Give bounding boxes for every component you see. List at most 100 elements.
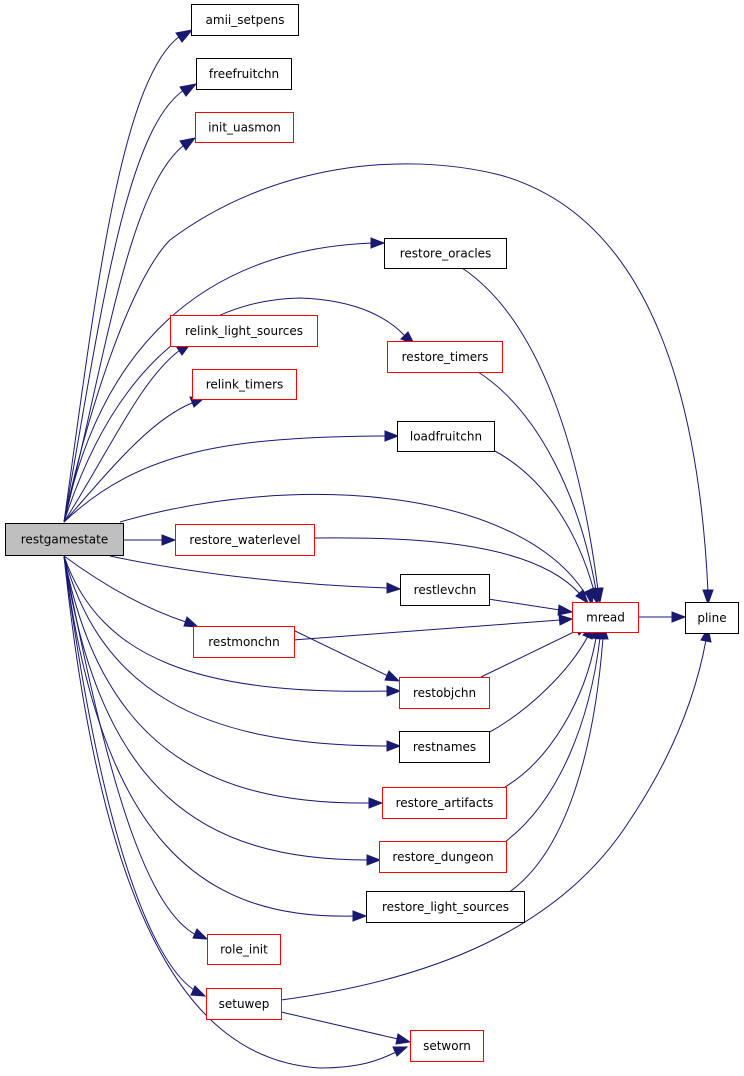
node-label: restore_waterlevel <box>189 533 300 547</box>
edge-restgamestate-restobjchn <box>63 555 389 692</box>
node-restore-oracles[interactable]: restore_oracles <box>384 238 507 269</box>
node-box[interactable] <box>382 787 507 819</box>
edge-restgamestate-freefruitchn <box>63 89 185 523</box>
node-label: restore_oracles <box>400 247 492 261</box>
node-label: restore_light_sources <box>382 900 509 914</box>
node-label: restobjchn <box>413 686 476 700</box>
arrowhead <box>575 589 589 605</box>
arrowhead <box>671 611 687 623</box>
edge-restobjchn-mread <box>480 629 579 678</box>
node-box[interactable] <box>572 602 639 633</box>
node-pline[interactable]: pline <box>685 602 739 634</box>
node-box[interactable] <box>366 891 525 923</box>
edge-restore_artifacts-mread <box>504 637 597 788</box>
arrowhead <box>179 83 198 97</box>
node-box[interactable] <box>379 841 507 873</box>
node-relink-timers[interactable]: relink_timers <box>192 369 297 400</box>
node-restmonchn[interactable]: restmonchn <box>193 626 295 658</box>
node-restlevchn[interactable]: restlevchn <box>400 574 490 606</box>
node-box[interactable] <box>397 421 495 452</box>
edge-restore_dungeon-mread <box>504 637 601 843</box>
node-box[interactable] <box>387 341 503 373</box>
node-init-uasmon[interactable]: init_uasmon <box>195 112 294 143</box>
edge-restgamestate-setworn <box>63 555 397 1069</box>
node-mread[interactable]: mread <box>572 602 639 633</box>
node-box[interactable] <box>191 4 299 36</box>
node-box[interactable] <box>399 677 490 709</box>
edge-restgamestate-mread-direct <box>119 493 587 596</box>
node-relink-light-sources[interactable]: relink_light_sources <box>170 315 318 347</box>
edge-loadfruitchn-mread <box>492 449 595 592</box>
edge-restgamestate-restore_artifacts <box>63 555 371 804</box>
arrowhead <box>161 534 177 546</box>
arrowhead <box>558 614 574 626</box>
edge-restgamestate-setuwep <box>63 555 195 991</box>
node-label: freefruitchn <box>209 67 279 81</box>
node-box[interactable] <box>206 988 282 1020</box>
node-label: relink_timers <box>206 378 284 392</box>
node-amii-setpens[interactable]: amii_setpens <box>191 4 299 36</box>
node-label: relink_light_sources <box>185 324 303 338</box>
node-label: restlevchn <box>414 583 477 597</box>
arrowhead <box>395 1033 412 1045</box>
node-label: restore_artifacts <box>396 796 494 810</box>
arrowhead <box>557 604 574 616</box>
nodes: restgamestate amii_setpens freefruitchn ini… <box>5 4 739 1062</box>
edge-restgamestate-loadfruitchn <box>63 435 387 523</box>
node-box[interactable] <box>170 315 318 347</box>
edge-restgamestate-relink_timers <box>63 402 193 523</box>
node-restore-waterlevel[interactable]: restore_waterlevel <box>175 524 315 556</box>
edge-restgamestate-amii_setpens <box>63 35 181 523</box>
arrowhead <box>352 910 368 922</box>
edge-restlevchn-mread <box>487 598 561 611</box>
node-restore-light-sources[interactable]: restore_light_sources <box>366 891 525 923</box>
edge-restgamestate-restmonchn <box>63 555 187 623</box>
arrowhead <box>386 685 402 697</box>
node-loadfruitchn[interactable]: loadfruitchn <box>397 421 495 452</box>
edge-restgamestate-restore_oracles <box>63 242 373 523</box>
edge-restgamestate-restore_dungeon <box>63 555 369 861</box>
node-restnames[interactable]: restnames <box>399 731 490 763</box>
node-box[interactable] <box>400 574 490 606</box>
node-box[interactable] <box>410 1030 484 1062</box>
node-restgamestate[interactable]: restgamestate <box>5 523 124 556</box>
edge-restgamestate-init_uasmon <box>63 144 185 523</box>
arrowhead <box>392 1046 409 1057</box>
edge-setuwep-setworn <box>280 1011 399 1040</box>
node-box[interactable] <box>193 626 295 658</box>
edge-restgamestate-restore_timers <box>63 297 406 523</box>
edge-restgamestate-role_init <box>63 555 197 936</box>
node-label: pline <box>697 611 726 625</box>
node-setuwep[interactable]: setuwep <box>206 988 282 1020</box>
node-label: mread <box>586 611 625 625</box>
edge-restmonchn-restobjchn <box>292 629 389 677</box>
edge-setuwep-pline <box>280 639 707 1001</box>
arrowhead <box>384 430 400 442</box>
arrowhead <box>368 797 384 809</box>
arrowhead <box>179 137 197 151</box>
node-box[interactable] <box>195 112 294 143</box>
edge-restmonchn-mread <box>292 619 561 641</box>
arrowhead <box>384 670 401 682</box>
node-restore-timers[interactable]: restore_timers <box>387 341 503 373</box>
node-box[interactable] <box>192 369 297 400</box>
arrowhead <box>175 29 194 43</box>
node-box[interactable] <box>399 731 490 763</box>
node-box[interactable] <box>5 523 124 556</box>
node-box[interactable] <box>196 58 292 90</box>
node-restore-dungeon[interactable]: restore_dungeon <box>379 841 507 873</box>
node-label: restmonchn <box>208 635 279 649</box>
node-box[interactable] <box>207 934 281 965</box>
node-restobjchn[interactable]: restobjchn <box>399 677 490 709</box>
node-restore-artifacts[interactable]: restore_artifacts <box>382 787 507 819</box>
node-freefruitchn[interactable]: freefruitchn <box>196 58 292 90</box>
node-label: init_uasmon <box>208 121 281 135</box>
node-box[interactable] <box>685 602 739 634</box>
node-setworn[interactable]: setworn <box>410 1030 484 1062</box>
node-role-init[interactable]: role_init <box>207 934 281 965</box>
edge-restgamestate-pline <box>63 163 709 593</box>
node-box[interactable] <box>384 238 507 269</box>
node-box[interactable] <box>175 524 315 556</box>
node-label: setuwep <box>219 997 270 1011</box>
